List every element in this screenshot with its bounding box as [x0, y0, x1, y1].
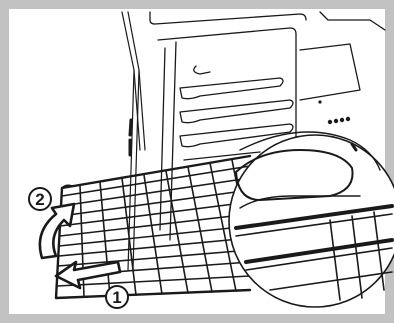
step-2-callout: 2: [29, 188, 51, 210]
step-2-number: 2: [35, 190, 44, 209]
step-1-number: 1: [112, 288, 121, 307]
step-1-callout: 1: [106, 286, 128, 308]
